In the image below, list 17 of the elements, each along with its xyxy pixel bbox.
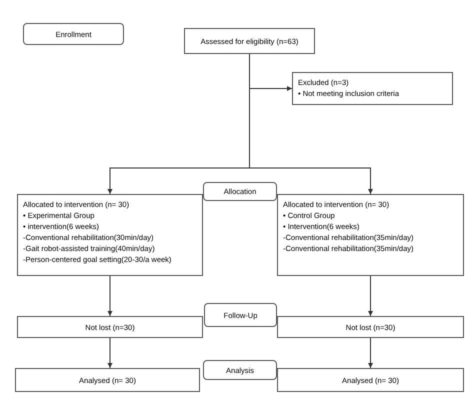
process-box	[17, 194, 203, 276]
arrow	[368, 338, 373, 368]
process-box	[277, 368, 464, 392]
stage-label-box	[23, 23, 124, 45]
arrow	[249, 54, 373, 194]
process-box	[17, 316, 203, 338]
process-box	[292, 72, 453, 105]
arrow	[368, 276, 373, 316]
stage-label-box	[203, 182, 277, 201]
arrow	[108, 338, 112, 368]
stage-label-box	[204, 303, 277, 327]
process-box	[277, 194, 464, 276]
process-box	[277, 316, 464, 338]
stage-label-box	[203, 360, 277, 380]
arrow	[108, 276, 112, 316]
process-box	[15, 368, 200, 392]
process-box	[184, 28, 315, 54]
